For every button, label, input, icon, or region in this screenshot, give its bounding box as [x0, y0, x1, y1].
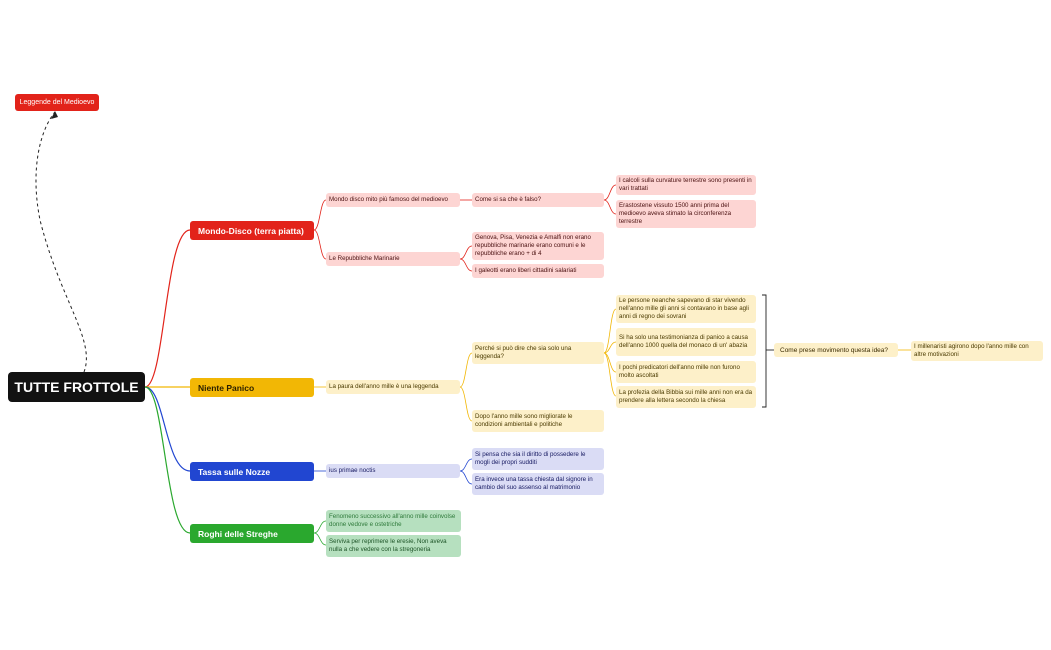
subtopic-paura-anno-mille[interactable]: La paura dell'anno mille è una leggenda [326, 380, 460, 394]
question-come-si-sa[interactable]: Come si sa che è falso? [472, 193, 604, 207]
subtopic-mondo-disco-mito[interactable]: Mondo disco mito più famoso del medioevo [326, 193, 460, 207]
leaf-testimonianza-panico[interactable]: Si ha solo una testimonianza di panico a… [616, 328, 756, 356]
subtopic-ius-primae-noctis[interactable]: ius primae noctis [326, 464, 460, 478]
summary-answer[interactable]: I millenaristi agirono dopo l'anno mille… [911, 341, 1043, 361]
subtopic-repubbliche-marinarie[interactable]: Le Repubbliche Marinarie [326, 252, 460, 266]
branch-tassa-nozze[interactable]: Tassa sulle Nozze [190, 462, 314, 481]
leaf-erastostene[interactable]: Erastostene vissuto 1500 anni prima del … [616, 200, 756, 228]
leaf-persone-anno-mille[interactable]: Le persone neanche sapevano di star vive… [616, 295, 756, 323]
branch-mondo-disco[interactable]: Mondo-Disco (terra piatta) [190, 221, 314, 240]
leaf-tassa-signore[interactable]: Era invece una tassa chiesta dal signore… [472, 473, 604, 495]
leaf-reprimere-eresie[interactable]: Serviva per reprimere le eresie, Non ave… [326, 535, 461, 557]
leaf-galeotti[interactable]: I galeotti erano liberi cittadini salari… [472, 264, 604, 278]
leaf-pochi-predicatori[interactable]: I pochi predicatori dell'anno mille non … [616, 361, 756, 383]
leaf-profezia-bibbia[interactable]: La profezia della Bibbia sui mille anni … [616, 386, 756, 408]
question-perche-leggenda[interactable]: Perché si può dire che sia solo una legg… [472, 342, 604, 364]
leaf-genova-pisa[interactable]: Genova, Pisa, Venezia e Amalfi non erano… [472, 232, 604, 260]
leaf-fenomeno-successivo[interactable]: Fenomeno successivo all'anno mille coinv… [326, 510, 461, 532]
relation-tag-node[interactable]: Leggende del Medioevo [15, 94, 99, 111]
branch-roghi-streghe[interactable]: Roghi delle Streghe [190, 524, 314, 543]
leaf-calcoli-curvatura[interactable]: I calcoli sulla curvature terrestre sono… [616, 175, 756, 195]
leaf-diritto-mogli[interactable]: Si pensa che sia il diritto di possedere… [472, 448, 604, 470]
branch-niente-panico[interactable]: Niente Panico [190, 378, 314, 397]
summary-question[interactable]: Come prese movimento questa idea? [774, 343, 898, 357]
leaf-dopo-anno-mille[interactable]: Dopo l'anno mille sono migliorate le con… [472, 410, 604, 432]
root-node[interactable]: TUTTE FROTTOLE [8, 372, 145, 402]
